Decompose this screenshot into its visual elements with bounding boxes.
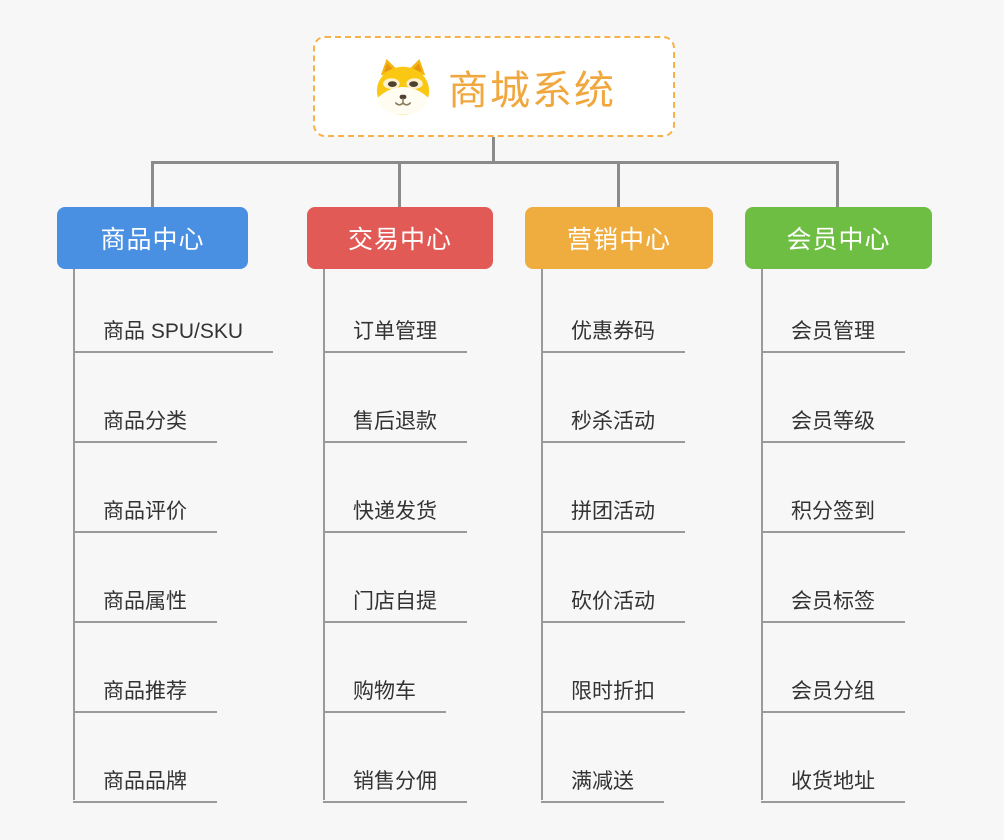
branch-header-marketing[interactable]: 营销中心 xyxy=(525,207,713,269)
topic-spend-save-promo[interactable]: 满减送 xyxy=(541,765,664,803)
connector-stub-members xyxy=(836,161,839,210)
connector-bus xyxy=(151,161,839,164)
topic-member-groups[interactable]: 会员分组 xyxy=(761,675,905,713)
topic-member-tags[interactable]: 会员标签 xyxy=(761,585,905,623)
connector-root-drop xyxy=(492,137,495,163)
connector-spine-trade xyxy=(323,269,325,800)
branch-marketing: 营销中心 优惠券码 秒杀活动 拼团活动 砍价活动 限时折扣 满减送 xyxy=(525,207,713,803)
topic-product-review[interactable]: 商品评价 xyxy=(73,495,217,533)
branch-header-trade[interactable]: 交易中心 xyxy=(307,207,493,269)
topic-store-pickup[interactable]: 门店自提 xyxy=(323,585,467,623)
shiba-dog-icon xyxy=(372,58,434,116)
branch-header-members[interactable]: 会员中心 xyxy=(745,207,932,269)
connector-spine-members xyxy=(761,269,763,800)
connector-spine-marketing xyxy=(541,269,543,800)
topic-points-checkin[interactable]: 积分签到 xyxy=(761,495,905,533)
root-title: 商城系统 xyxy=(448,68,616,113)
topic-product-brand[interactable]: 商品品牌 xyxy=(73,765,217,803)
topic-flash-sale[interactable]: 秒杀活动 xyxy=(541,405,685,443)
topic-member-management[interactable]: 会员管理 xyxy=(761,315,905,353)
connector-spine-products xyxy=(73,269,75,800)
branch-products: 商品中心 商品 SPU/SKU 商品分类 商品评价 商品属性 商品推荐 商品品牌 xyxy=(57,207,274,803)
connector-stub-trade xyxy=(398,161,401,210)
topic-product-attribute[interactable]: 商品属性 xyxy=(73,585,217,623)
topic-sales-commission[interactable]: 销售分佣 xyxy=(323,765,467,803)
topic-product-recommend[interactable]: 商品推荐 xyxy=(73,675,217,713)
topic-shipping-address[interactable]: 收货地址 xyxy=(761,765,905,803)
connector-stub-products xyxy=(151,161,154,210)
root-node-mall-system[interactable]: 商城系统 xyxy=(313,36,675,137)
topic-member-level[interactable]: 会员等级 xyxy=(761,405,905,443)
topic-group-buy[interactable]: 拼团活动 xyxy=(541,495,685,533)
topic-limited-time-discount[interactable]: 限时折扣 xyxy=(541,675,685,713)
topic-product-spu-sku[interactable]: 商品 SPU/SKU xyxy=(73,315,274,353)
topic-after-sales-refund[interactable]: 售后退款 xyxy=(323,405,467,443)
topic-express-delivery[interactable]: 快递发货 xyxy=(323,495,467,533)
topic-coupon-code[interactable]: 优惠券码 xyxy=(541,315,685,353)
topic-order-management[interactable]: 订单管理 xyxy=(323,315,467,353)
topic-bargain-activity[interactable]: 砍价活动 xyxy=(541,585,685,623)
branch-trade: 交易中心 订单管理 售后退款 快递发货 门店自提 购物车 销售分佣 xyxy=(307,207,493,803)
topic-product-category[interactable]: 商品分类 xyxy=(73,405,217,443)
branch-members: 会员中心 会员管理 会员等级 积分签到 会员标签 会员分组 收货地址 xyxy=(745,207,932,803)
branch-header-products[interactable]: 商品中心 xyxy=(57,207,248,269)
connector-stub-marketing xyxy=(617,161,620,210)
topic-shopping-cart[interactable]: 购物车 xyxy=(323,675,446,713)
